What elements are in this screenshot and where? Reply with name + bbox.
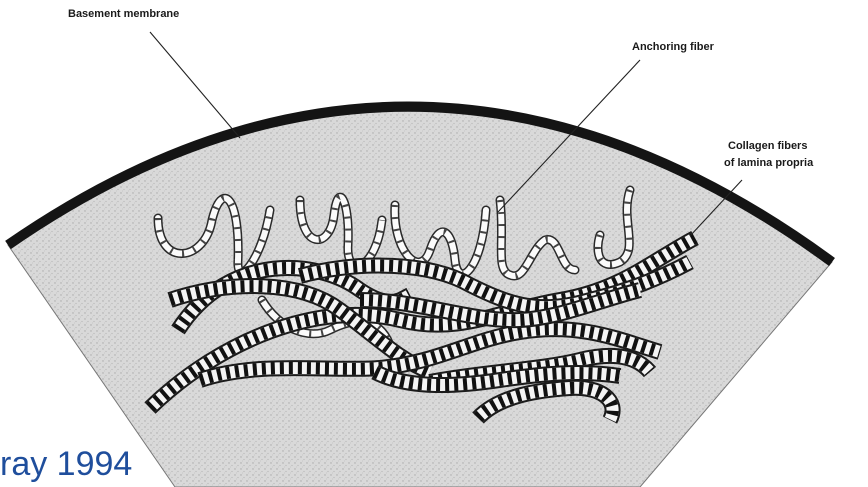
- citation-text: ray 1994: [0, 447, 132, 481]
- basement-membrane-label: Basement membrane: [68, 8, 179, 20]
- collagen-fibers-label-line2: of lamina propria: [724, 157, 814, 169]
- basement-membrane-leader: [150, 32, 240, 138]
- collagen-fibers-label-line1: Collagen fibers: [728, 140, 807, 152]
- lamina-propria-region: [8, 107, 832, 487]
- anchoring-fiber-label: Anchoring fiber: [632, 41, 715, 53]
